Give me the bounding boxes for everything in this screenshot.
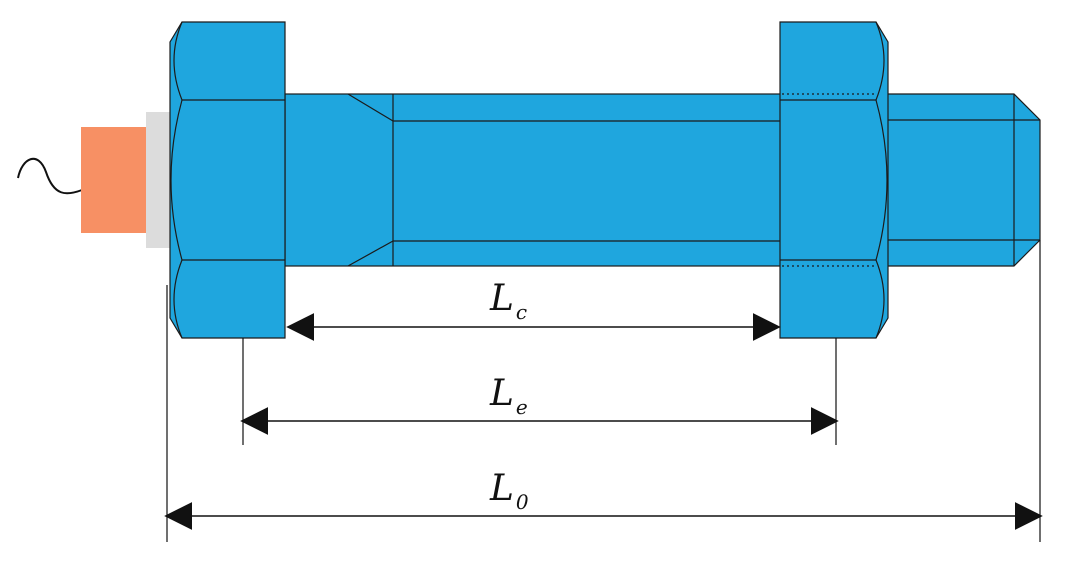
shank-body	[284, 93, 783, 267]
label-lc-main: L	[489, 278, 514, 319]
nut-arc-3	[875, 259, 885, 339]
sensor-block	[81, 127, 148, 233]
label-lc-sub: c	[516, 300, 527, 324]
nut-arc-2	[875, 99, 888, 261]
bolt-head-body	[169, 21, 286, 339]
wire-lead-icon	[17, 157, 83, 195]
bolt-end	[885, 93, 1041, 267]
bolt-head	[169, 21, 286, 339]
bolt-head-arc-2	[170, 99, 183, 261]
extension-lines	[166, 240, 1041, 542]
label-le-sub: e	[516, 395, 528, 419]
nut-arc-1	[875, 21, 885, 101]
bolt-shank	[284, 93, 783, 267]
label-l0-sub: 0	[516, 490, 529, 514]
bolt-head-arc-1	[173, 21, 183, 101]
label-l0-main: L	[489, 468, 514, 509]
label-le-main: L	[489, 373, 514, 414]
bolt-head-arc-3	[173, 259, 183, 339]
shank-chamfer-bottom	[347, 240, 394, 267]
shank-chamfer-top	[347, 93, 394, 122]
dimension-lines	[164, 313, 1043, 530]
nut	[779, 21, 889, 339]
washer	[146, 112, 170, 248]
nut-body	[779, 21, 889, 339]
